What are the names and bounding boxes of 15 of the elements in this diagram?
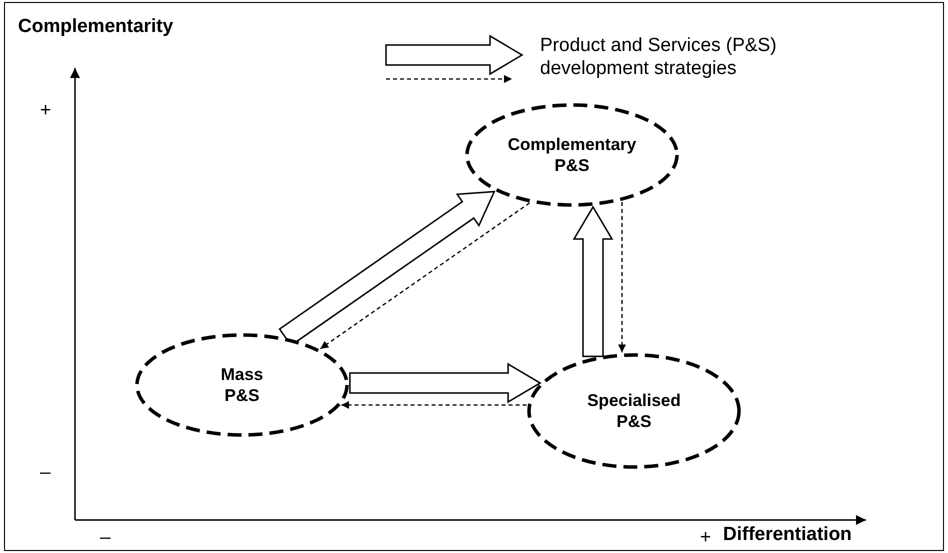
axis-sign: – bbox=[40, 462, 51, 484]
arrow bbox=[320, 202, 530, 350]
axis-title: Differentiation bbox=[723, 524, 852, 546]
legend-text: Product and Services (P&S) development strategies bbox=[540, 34, 778, 80]
node-label: Complementary P&S bbox=[506, 134, 638, 176]
block-arrow bbox=[349, 362, 542, 404]
axis-title: Complementarity bbox=[18, 16, 174, 38]
arrow bbox=[618, 202, 626, 352]
axis-sign: + bbox=[700, 527, 712, 549]
arrow bbox=[341, 401, 527, 409]
node-label: Specialised P&S bbox=[586, 390, 682, 432]
block-arrow bbox=[572, 206, 614, 358]
axis-sign: – bbox=[100, 527, 111, 549]
node-label: Mass P&S bbox=[220, 364, 264, 406]
axis-sign: + bbox=[40, 100, 52, 122]
